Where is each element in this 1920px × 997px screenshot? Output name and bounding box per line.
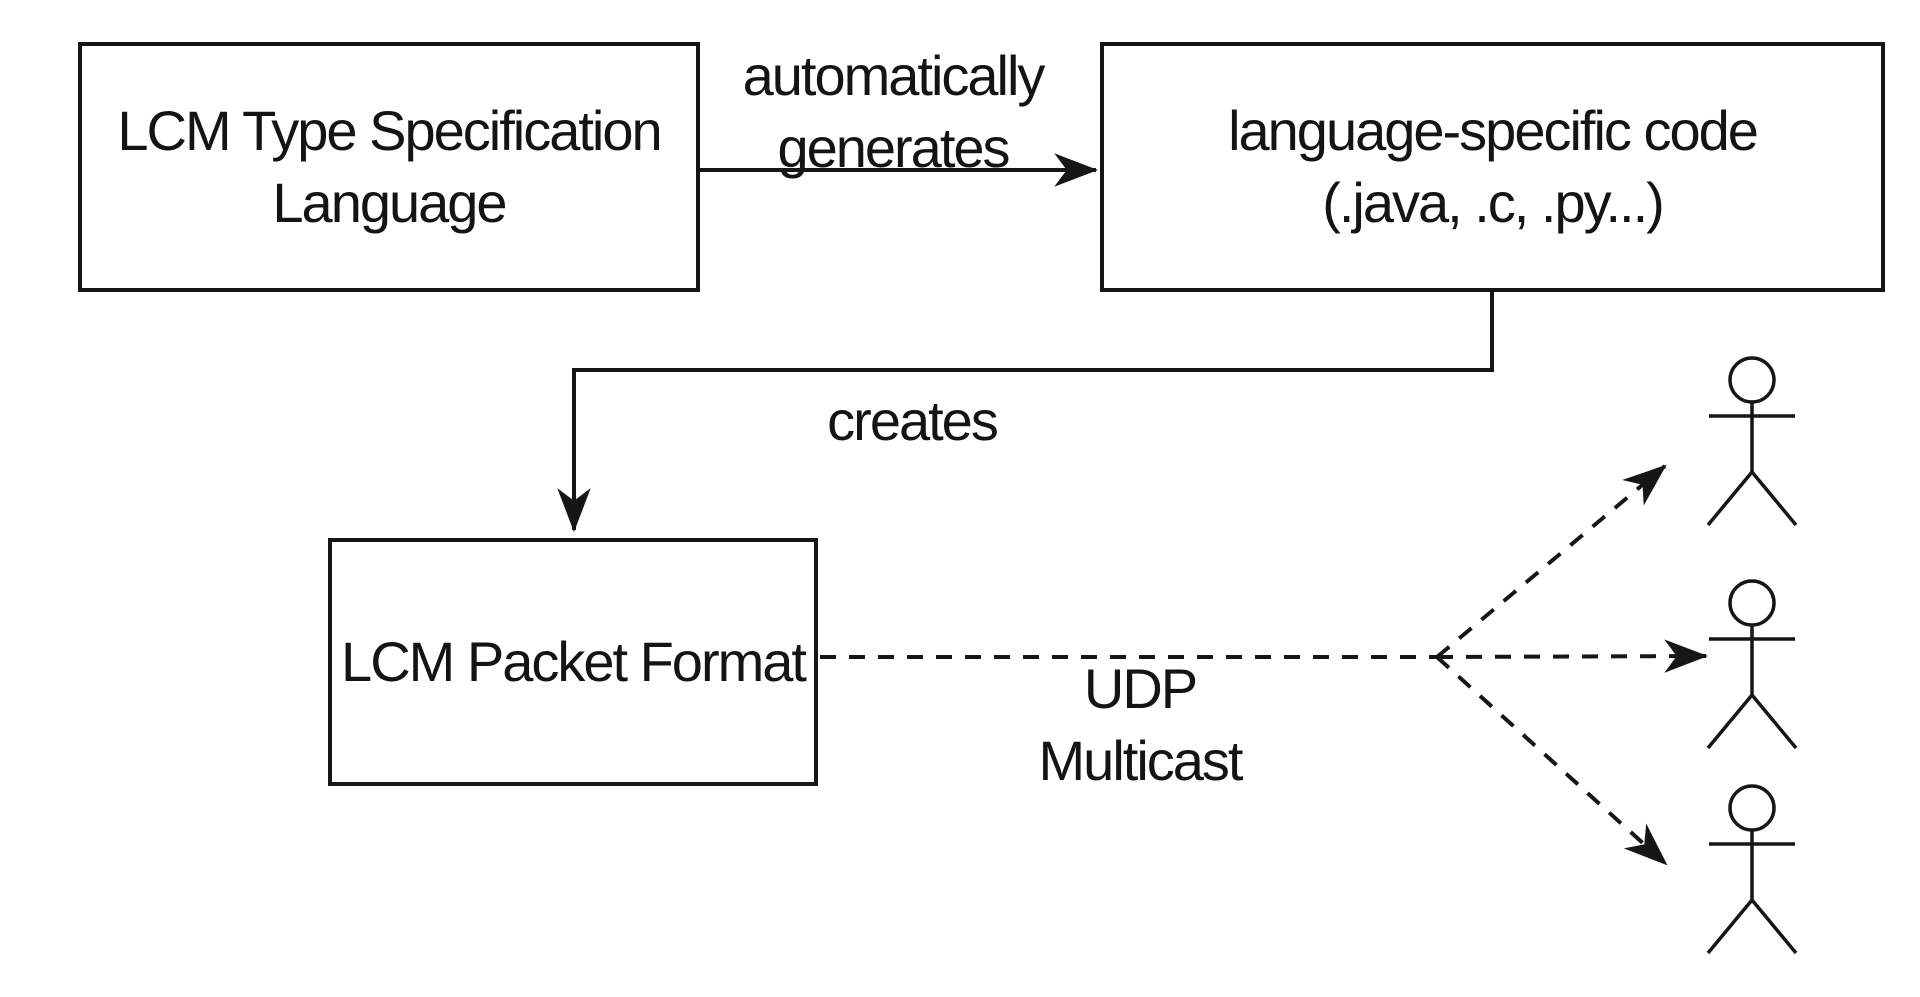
node-lcm-packet-format: LCM Packet Format <box>328 538 818 786</box>
edge-label-creates: creates <box>827 389 999 452</box>
node-lcm-type-specification-language: LCM Type Specification Language <box>78 42 700 292</box>
creates-arrow <box>557 292 1494 533</box>
fanout-arrow-bottom <box>1435 655 1668 866</box>
node-label: LCM Type Specification Language <box>117 99 662 234</box>
edge-label-udp-multicast: UDP Multicast <box>1038 657 1244 792</box>
fanout-arrow-top <box>1435 464 1667 659</box>
fanout-arrow-middle <box>1436 639 1709 673</box>
person-icon-3 <box>1706 784 1798 955</box>
person-icon-2 <box>1706 579 1798 750</box>
edge-label-automatically-generates: automatically generates <box>742 44 1046 179</box>
node-label: LCM Packet Format <box>341 630 807 693</box>
node-language-specific-code: language-specific code (.java, .c, .py..… <box>1100 42 1885 292</box>
person-icon-1 <box>1706 356 1798 527</box>
node-label: language-specific code (.java, .c, .py..… <box>1228 99 1759 234</box>
